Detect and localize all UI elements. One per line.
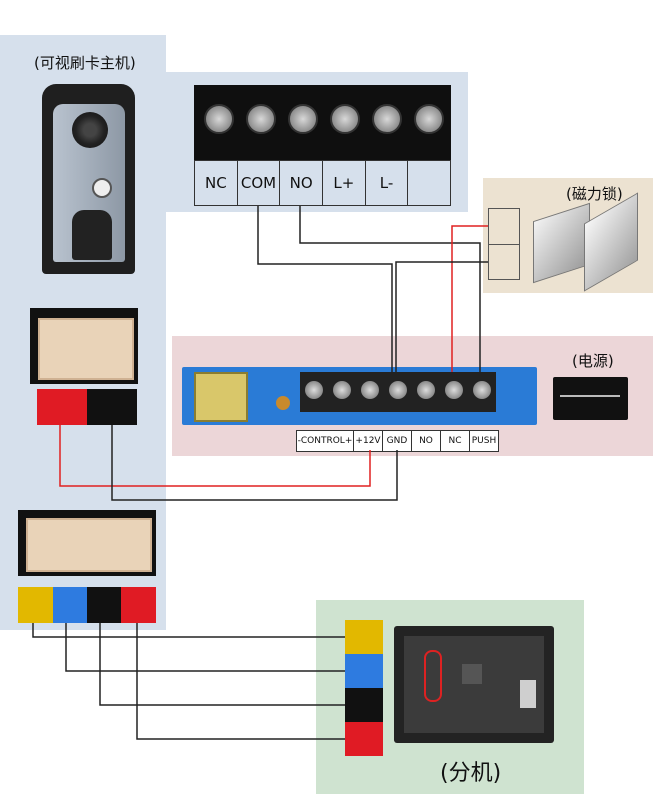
- swatch-red: [121, 587, 156, 623]
- wire-red: [136, 623, 345, 740]
- wire-blue: [65, 623, 345, 672]
- terminal-gnd: GND: [383, 431, 412, 451]
- terminal-control: -CONTROL+: [297, 431, 354, 451]
- terminal-nc: NC: [195, 161, 238, 205]
- wire-lock-nc: [451, 225, 488, 372]
- power-label: (电源): [572, 352, 614, 370]
- psu-label-stripe: [560, 395, 620, 397]
- terminal-lplus: L+: [323, 161, 366, 205]
- screw-icon: [246, 104, 276, 134]
- swatch-yellow: [345, 620, 383, 654]
- extension-label: (分机): [440, 761, 502, 786]
- swatch-blue: [53, 587, 87, 623]
- terminal-push: PUSH: [470, 431, 498, 451]
- terminal-com: COM: [238, 161, 281, 205]
- swatch-yellow: [18, 587, 53, 623]
- connector-2pin-housing: [38, 318, 134, 380]
- screw-icon: [288, 104, 318, 134]
- terminal-nc: NC: [441, 431, 470, 451]
- swatch-black: [345, 688, 383, 722]
- screw-icon: [204, 104, 234, 134]
- lock-terminal-box: [488, 208, 520, 246]
- screw-icon: [333, 381, 351, 399]
- swatch-black: [87, 389, 137, 425]
- screw-icon: [414, 104, 444, 134]
- screw-icon: [389, 381, 407, 399]
- lock-label: (磁力锁): [566, 185, 623, 203]
- monitor-sticker: [520, 680, 536, 708]
- camera-icon: [72, 112, 108, 148]
- screw-icon: [305, 381, 323, 399]
- wire-12v: [59, 425, 371, 487]
- swatch-red: [345, 722, 383, 756]
- fuse-icon: [194, 372, 248, 422]
- card-reader-icon: [72, 210, 112, 260]
- top-terminal-row: NC COM NO L+ L-: [194, 160, 451, 206]
- monitor-port: [462, 664, 482, 684]
- swatch-black: [87, 587, 121, 623]
- terminal-block-photo: [194, 85, 451, 160]
- swatch-blue: [345, 654, 383, 688]
- screw-icon: [330, 104, 360, 134]
- wire-com-gnd: [257, 206, 393, 372]
- wire-yellow: [32, 623, 345, 638]
- screw-icon: [473, 381, 491, 399]
- wire-no-push: [299, 206, 481, 372]
- screw-icon: [445, 381, 463, 399]
- screw-icon: [361, 381, 379, 399]
- call-button-icon: [92, 178, 112, 198]
- lock-terminal-box: [488, 244, 520, 280]
- power-supply-icon: [553, 377, 628, 420]
- screw-icon: [417, 381, 435, 399]
- wire-gnd: [111, 425, 398, 501]
- screw-icon: [372, 104, 402, 134]
- potentiometer-icon: [276, 396, 290, 410]
- terminal-no: NO: [412, 431, 441, 451]
- swatch-red: [37, 389, 87, 425]
- wire-lock-gnd: [395, 261, 488, 372]
- main-unit-label: (可视刷卡主机): [34, 54, 136, 72]
- terminal-lminus: L-: [366, 161, 409, 205]
- terminal-12v: +12V: [354, 431, 383, 451]
- wire-black: [99, 623, 345, 706]
- connector-4pin-housing: [26, 518, 152, 572]
- connector-highlight: [424, 650, 442, 702]
- terminal-no: NO: [280, 161, 324, 205]
